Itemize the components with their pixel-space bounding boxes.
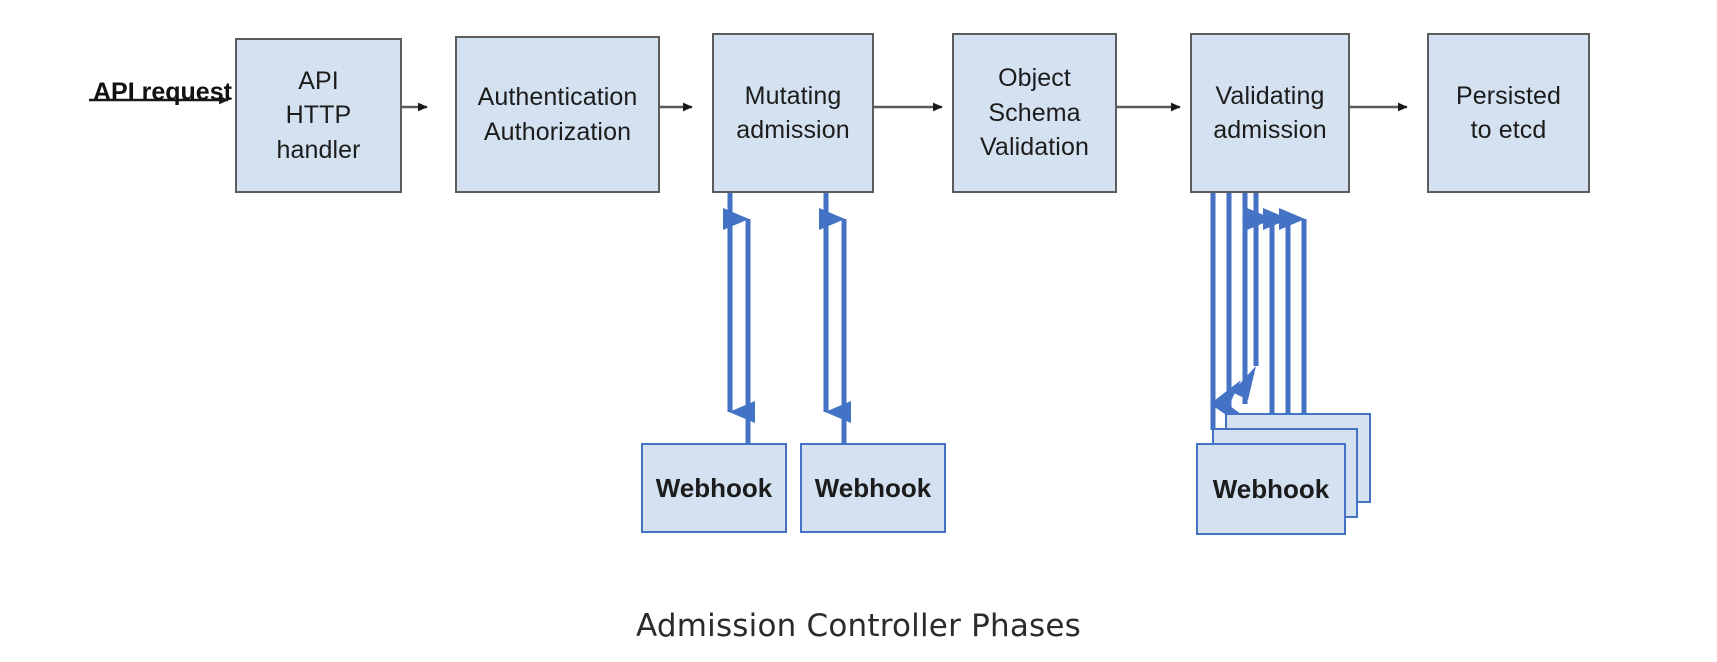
- phase-box-api-http-handler[interactable]: API HTTP handler: [235, 38, 402, 193]
- phase-box-mutating-admission[interactable]: Mutating admission: [712, 33, 874, 193]
- phase-line: Object: [998, 64, 1071, 93]
- phase-line: Schema: [988, 98, 1081, 127]
- phase-line: admission: [736, 116, 850, 144]
- phase-line: Persisted: [1455, 81, 1562, 110]
- api-request-label: API request: [93, 78, 232, 106]
- phase-line: API: [298, 66, 339, 95]
- webhook-box-mutating-2[interactable]: Webhook: [800, 443, 946, 533]
- webhook-box-validating-stack-front[interactable]: Webhook: [1196, 443, 1346, 535]
- phase-box-persisted-to-etcd[interactable]: Persisted to etcd: [1427, 33, 1590, 193]
- phase-line: Authorization: [483, 117, 632, 146]
- phase-line: Authentication: [477, 83, 638, 111]
- webhook-label: Webhook: [655, 472, 773, 503]
- phase-label-authn-authz: Authentication Authorization: [457, 80, 658, 149]
- webhook-label: Webhook: [814, 472, 932, 503]
- phase-line: Validation: [980, 133, 1089, 162]
- phase-label-mutating-admission: Mutating admission: [714, 79, 872, 148]
- phase-label-api-http-handler: API HTTP handler: [237, 64, 400, 168]
- phase-line: admission: [1213, 116, 1327, 144]
- phase-box-validating-admission[interactable]: Validating admission: [1190, 33, 1350, 193]
- phase-label-object-schema-validation: Object Schema Validation: [954, 61, 1115, 165]
- phase-line: HTTP: [285, 101, 352, 130]
- arrows-validating-admission-to-validating-webhook-stack: [1210, 193, 1259, 438]
- webhook-label: Webhook: [1212, 473, 1330, 504]
- phase-line: Validating: [1215, 81, 1325, 110]
- phase-box-authn-authz[interactable]: Authentication Authorization: [455, 36, 660, 193]
- phase-line: Mutating: [744, 81, 842, 110]
- phase-label-validating-admission: Validating admission: [1192, 79, 1348, 148]
- figure-caption: Admission Controller Phases: [636, 608, 1081, 644]
- webhook-box-mutating-1[interactable]: Webhook: [641, 443, 787, 533]
- phase-line: to etcd: [1470, 116, 1547, 144]
- phase-box-object-schema-validation[interactable]: Object Schema Validation: [952, 33, 1117, 193]
- phase-line: handler: [276, 135, 361, 164]
- phase-label-persisted-to-etcd: Persisted to etcd: [1429, 79, 1588, 148]
